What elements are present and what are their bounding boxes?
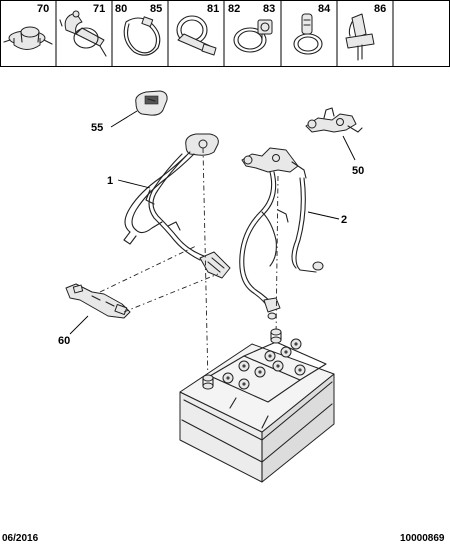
callout-60[interactable]: 60 [58, 335, 70, 347]
assembly-lines [99, 147, 279, 385]
clamp-with-stud-icon [233, 19, 273, 53]
header-cell-81[interactable]: 81 [176, 3, 219, 56]
header-label-80: 80 [115, 3, 127, 15]
callout-55[interactable]: 55 [91, 122, 103, 134]
leader-60 [69, 315, 89, 335]
callout-50[interactable]: 50 [352, 165, 364, 177]
header-label-86: 86 [374, 3, 386, 15]
clamp-icon [59, 10, 107, 57]
callout-1[interactable]: 1 [107, 175, 113, 187]
positive-terminal-50[interactable] [305, 107, 363, 133]
leader-55 [110, 110, 138, 128]
header-cell-84[interactable]: 84 [293, 3, 331, 55]
hose-clamp-icon [176, 15, 217, 56]
negative-cable-harness-1[interactable] [123, 133, 231, 279]
leader-50 [342, 135, 356, 161]
terminal-cover-55[interactable] [135, 90, 168, 116]
vent-caps [222, 338, 306, 390]
leader-1 [117, 179, 151, 189]
cable-tie-icon [123, 16, 161, 56]
battery-bracket-60[interactable] [65, 283, 131, 319]
header-cell-82-83[interactable]: 82 83 [228, 3, 275, 53]
footer-date: 06/2016 [2, 533, 39, 544]
header-label-85: 85 [150, 3, 162, 15]
header-cell-80-85[interactable]: 80 85 [115, 3, 162, 56]
clip-icon [3, 26, 53, 50]
header-label-70: 70 [37, 3, 49, 15]
positive-cable-2[interactable] [239, 147, 324, 320]
push-clip-icon [345, 13, 375, 61]
battery[interactable] [179, 328, 335, 483]
header-label-81: 81 [207, 3, 219, 15]
leader-2 [307, 211, 340, 220]
header-cell-86[interactable]: 86 [345, 3, 386, 61]
header-cell-70[interactable]: 70 [3, 3, 53, 50]
header-label-83: 83 [263, 3, 275, 15]
footer-reference: 10000869 [400, 533, 445, 544]
header-label-84: 84 [318, 3, 331, 15]
header-cell-71[interactable]: 71 [59, 3, 107, 57]
callout-2[interactable]: 2 [341, 214, 347, 226]
battery-posts [202, 328, 282, 390]
header-label-82: 82 [228, 3, 240, 15]
strap-clip-icon [293, 13, 323, 55]
fastener-header-strip: 70 71 80 85 [0, 0, 450, 67]
header-label-71: 71 [93, 3, 105, 15]
